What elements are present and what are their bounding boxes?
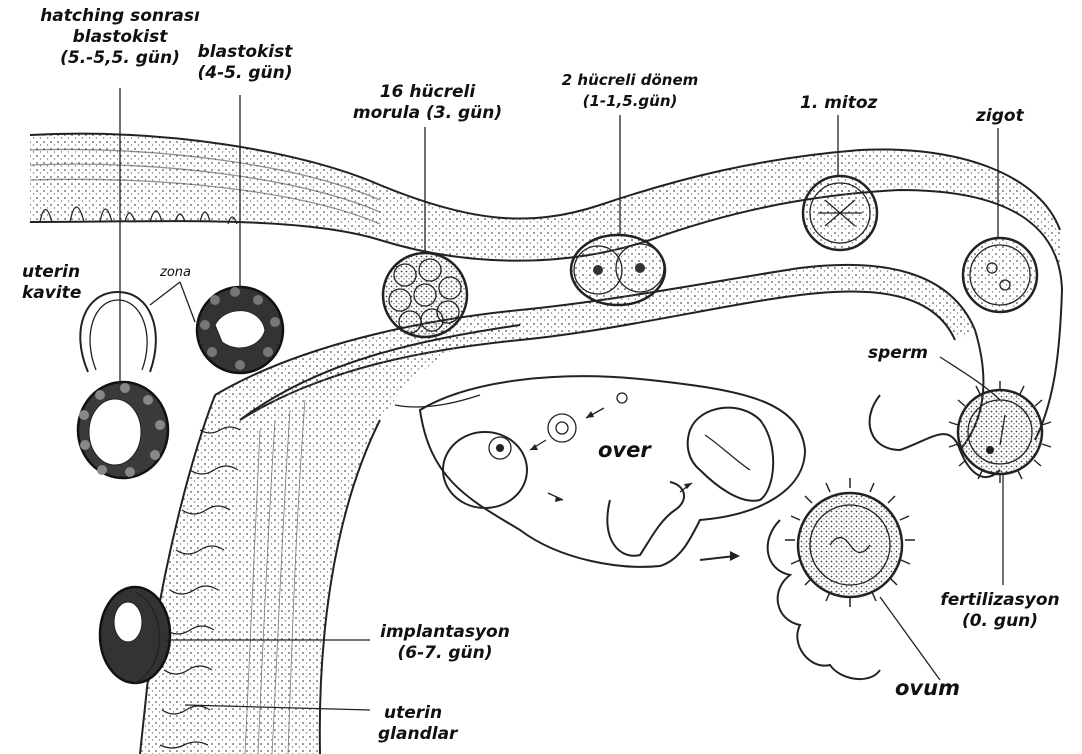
label-blastokist-line1: blastokist xyxy=(185,42,305,63)
label-glands-line1: uterin xyxy=(378,703,457,724)
morula-cell xyxy=(383,253,467,337)
implantation-site xyxy=(100,587,170,683)
label-morula-line1: 16 hücreli xyxy=(340,82,515,103)
label-zona: zona xyxy=(160,262,191,283)
label-two-cell-line1: 2 hücreli dönem xyxy=(545,70,715,91)
label-zigot: zigot xyxy=(976,106,1024,127)
label-fertilizasyon-line2: (0. gun) xyxy=(920,611,1080,632)
label-blastokist-line2: (4-5. gün) xyxy=(185,63,305,84)
ovum-cell xyxy=(768,478,915,679)
label-implantation: implantasyon (6-7. gün) xyxy=(370,622,520,664)
label-sperm: sperm xyxy=(868,343,928,364)
hatched-blastocyst-cell xyxy=(78,382,168,478)
two-cell-stage xyxy=(571,235,665,305)
label-ovum: ovum xyxy=(895,676,960,700)
blastocyst-cell xyxy=(197,287,283,373)
label-over: over xyxy=(598,438,651,462)
label-implantasyon-line2: (6-7. gün) xyxy=(370,643,520,664)
ovary xyxy=(395,376,805,567)
fertilization-cell xyxy=(949,381,1051,483)
label-mitoz: 1. mitoz xyxy=(800,93,877,114)
label-uterine-glands: uterin glandlar xyxy=(378,703,457,745)
zygote-cell xyxy=(963,238,1037,312)
zona-shell xyxy=(80,292,156,372)
label-fertilization: fertilizasyon (0. gun) xyxy=(920,590,1080,632)
label-fertilizasyon-line1: fertilizasyon xyxy=(920,590,1080,611)
label-implantasyon-line1: implantasyon xyxy=(370,622,520,643)
mitosis-cell xyxy=(803,176,877,250)
label-two-cell: 2 hücreli dönem (1-1,5.gün) xyxy=(545,70,715,112)
label-blastocyst: blastokist (4-5. gün) xyxy=(185,42,305,84)
label-two-cell-line2: (1-1,5.gün) xyxy=(545,91,715,112)
label-morula-line2: morula (3. gün) xyxy=(340,103,515,124)
label-morula: 16 hücreli morula (3. gün) xyxy=(340,82,515,124)
label-kavite-line2: kavite xyxy=(22,283,81,304)
label-glands-line2: glandlar xyxy=(378,724,457,745)
label-uterine-cavity: uterin kavite xyxy=(22,262,81,304)
label-hatching-line1: hatching sonrası xyxy=(0,6,240,27)
endometrium xyxy=(140,325,520,754)
label-uterin-line1: uterin xyxy=(22,262,81,283)
